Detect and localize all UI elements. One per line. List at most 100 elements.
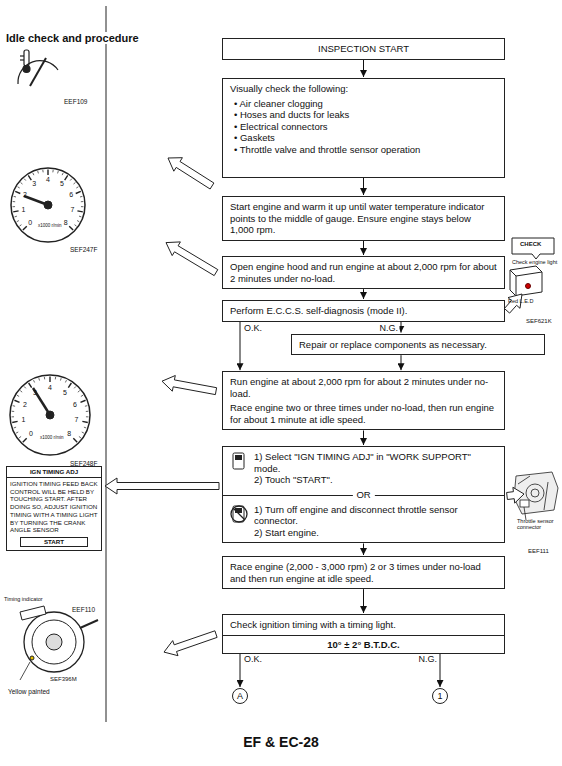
edge-label: N.G. — [417, 654, 438, 664]
tick — [79, 436, 81, 437]
figure-code: Red L.E.D — [508, 298, 533, 304]
tick — [80, 400, 85, 402]
pointer-arrow — [164, 631, 217, 656]
dial-number: 5 — [60, 180, 64, 188]
connector-circle: A — [232, 688, 248, 704]
figure-code: EEF111 — [528, 548, 549, 555]
dial-number: 0 — [28, 219, 32, 227]
tick — [82, 421, 87, 422]
tick — [65, 380, 66, 382]
node-text: 1 — [433, 689, 447, 703]
process-box: Visually check the following:• Air clean… — [222, 78, 505, 178]
pointer-arrow — [168, 158, 214, 189]
title: Idle check and procedure — [4, 32, 141, 44]
node-text: 10° ± 2° B.T.D.C. — [230, 639, 497, 651]
caption: EF & EC-28 — [0, 734, 562, 750]
tick — [12, 411, 14, 412]
tick — [13, 211, 18, 212]
tick — [16, 432, 18, 433]
tick — [77, 211, 82, 212]
tick — [73, 438, 77, 442]
step-text: 2) Touch "START". — [254, 474, 497, 486]
temperature-gauge-icon — [18, 50, 58, 86]
pointer-arrow — [162, 376, 217, 395]
figure-code: EEF110 — [72, 606, 95, 613]
dial-number: 2 — [23, 192, 27, 200]
tick — [65, 175, 68, 180]
figure-code: x1000 r/min — [38, 224, 62, 229]
tick — [78, 391, 80, 393]
node-text: START — [21, 538, 87, 546]
dial-number: 1 — [22, 206, 26, 214]
consult-tester-icon — [230, 451, 248, 471]
tick — [42, 170, 43, 172]
tick — [47, 170, 48, 176]
flow-arrow — [401, 355, 402, 370]
dial-number: 3 — [33, 389, 37, 397]
node-text: Race engine two or three times under no-… — [230, 402, 497, 425]
device-outline — [233, 453, 244, 469]
tick — [18, 187, 20, 188]
flow-arrow — [363, 430, 364, 445]
figure-code: SEF621K — [526, 318, 552, 325]
node-text: A — [233, 689, 247, 703]
tick — [70, 179, 72, 181]
tick — [29, 383, 32, 388]
tick — [74, 386, 76, 388]
tick — [38, 378, 40, 380]
node-text: Run engine at about 2,000 rpm for about … — [230, 376, 497, 399]
tick — [52, 170, 53, 172]
node-text: IGNITION TIMING FEED BACK CONTROL WILL B… — [10, 480, 98, 534]
tick — [21, 182, 23, 184]
tick — [14, 196, 16, 198]
tick — [76, 187, 78, 188]
node-text: • Electrical connectors — [230, 121, 497, 133]
tick — [44, 377, 45, 379]
screen-heading: IGN TIMING ADJ — [7, 467, 101, 478]
node-text: • Hoses and ducts for leaks — [230, 109, 497, 121]
tick — [60, 378, 62, 380]
tachometer — [11, 168, 85, 242]
tick — [81, 395, 83, 396]
node-text: Open engine hood and run engine at about… — [230, 261, 497, 284]
figure-code: Timing indicator — [4, 596, 43, 602]
process-box: 1) Select "IGN TIMING ADJ" in "WORK SUPP… — [222, 446, 505, 543]
figure-code: Check engine light — [512, 259, 557, 265]
pointer-arrow — [507, 487, 524, 503]
hollow-arrow — [105, 478, 219, 494]
start-box: INSPECTION START — [222, 38, 505, 60]
node-text: • Gaskets — [230, 132, 497, 144]
figure-code: x1000 r/min — [40, 436, 64, 441]
tick — [17, 221, 19, 222]
tick — [33, 173, 34, 175]
dial-number: 6 — [69, 192, 73, 200]
tick — [13, 201, 15, 202]
tick — [23, 226, 27, 230]
tick — [68, 383, 71, 388]
prohibit-bar — [233, 508, 245, 520]
dial-number: 7 — [75, 416, 79, 424]
step-text: 1) Turn off engine and disconnect thrott… — [254, 504, 497, 527]
node-text: INSPECTION START — [230, 43, 497, 55]
step-text: 2) Start engine. — [254, 527, 497, 539]
tick — [14, 400, 19, 402]
tick — [20, 391, 22, 393]
option-text: 1) Select "IGN TIMING ADJ" in "WORK SUPP… — [254, 451, 497, 486]
flow-arrow — [363, 289, 364, 299]
flow-arrow — [240, 653, 241, 687]
prohibit-circle — [231, 506, 247, 522]
tick — [12, 416, 14, 417]
tick — [17, 395, 19, 396]
tick — [76, 191, 81, 193]
flow-arrow — [363, 60, 364, 77]
tick — [84, 427, 86, 429]
spec-box: 10° ± 2° B.T.D.C. — [223, 635, 504, 654]
tick — [74, 182, 76, 184]
no-tester-icon — [230, 504, 248, 524]
node-text: Start engine and warm it up until water … — [230, 201, 497, 236]
dial-number: 8 — [67, 430, 71, 438]
tick — [24, 386, 26, 388]
node-text: Race engine (2,000 - 3,000 rpm) 2 or 3 t… — [230, 561, 497, 584]
screen-panel: IGN TIMING ADJ IGNITION TIMING FEED BACK … — [6, 466, 102, 551]
